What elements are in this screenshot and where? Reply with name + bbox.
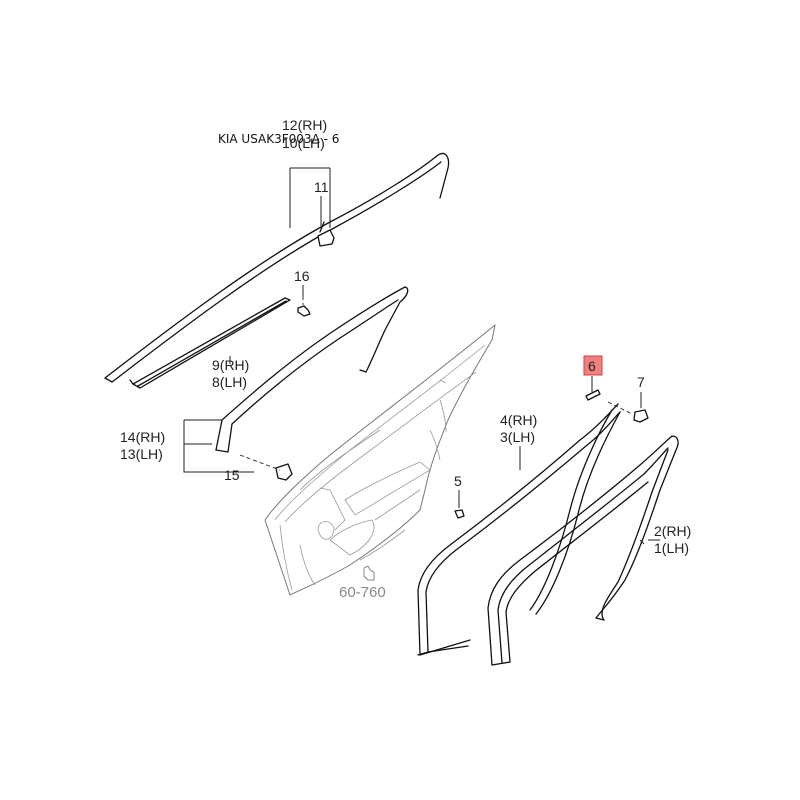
weatherstrip-bracket [585,389,601,401]
leader-lines [183,167,660,545]
frame-moulding [215,286,409,453]
callout-5: 5 [454,473,462,489]
door-clip [454,490,465,519]
belt-moulding [129,297,291,389]
callout-1: 1(LH) [654,540,689,556]
callout-8: 8(LH) [212,374,247,390]
screw [297,296,311,317]
callout-14: 14(RH) [120,429,165,445]
callout-2: 2(RH) [654,523,691,539]
callout-3: 3(LH) [500,429,535,445]
callout-16: 16 [294,268,310,284]
frame-clip [239,454,293,481]
callout-9: 9(RH) [212,357,249,373]
door-weatherstrip [417,403,621,656]
callout-12: 12(RH) [282,117,327,133]
hand-pointer-icon [363,565,375,581]
callout-10: 10(LH) [282,135,325,151]
callout-11: 11 [314,179,329,195]
callout-4: 4(RH) [500,412,537,428]
weatherstrip-clip [607,401,649,423]
callout-6[interactable]: 6 [588,358,596,374]
moulding-clip [317,221,335,247]
callout-15: 15 [224,467,240,483]
reference-number[interactable]: 60-760 [339,584,386,601]
upper-door-moulding [104,152,450,383]
door-panel [264,324,496,596]
callout-7: 7 [637,374,645,390]
highlight-box [583,355,603,376]
callout-13: 13(LH) [120,446,163,462]
watermark-text: KIA USAK3F003A - 6 [218,132,339,146]
body-weatherstrip [487,435,679,666]
